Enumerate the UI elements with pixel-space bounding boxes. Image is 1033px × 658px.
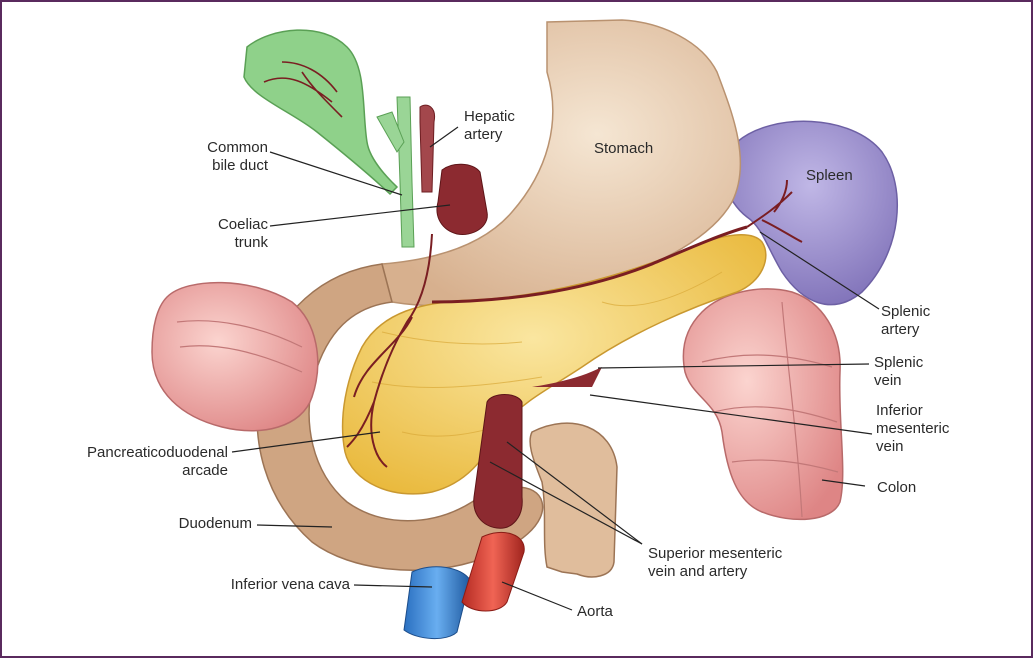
label-common-bile-duct: Common bile duct bbox=[178, 139, 268, 175]
label-line: artery bbox=[464, 126, 503, 143]
colon-shape bbox=[682, 288, 844, 521]
label-line: vein bbox=[874, 372, 902, 389]
label-spleen: Spleen bbox=[806, 167, 853, 185]
aorta-shape bbox=[461, 531, 525, 612]
label-line: Hepatic bbox=[464, 108, 515, 125]
hepatic-artery-shape bbox=[419, 104, 436, 193]
label-pancreaticoduodenal-arcade: Pancreaticoduodenal arcade bbox=[62, 444, 228, 480]
label-line: Aorta bbox=[577, 603, 613, 620]
label-line: Splenic bbox=[881, 303, 931, 320]
label-splenic-vein: Splenic vein bbox=[874, 354, 923, 390]
arcade-shape bbox=[346, 233, 433, 468]
pancreas-shape bbox=[341, 234, 767, 495]
label-line: trunk bbox=[234, 234, 268, 251]
label-line: Splenic bbox=[874, 354, 924, 371]
label-line: Inferior vena cava bbox=[230, 576, 350, 593]
transverse-colon-left-shape bbox=[151, 281, 319, 432]
label-line: arcade bbox=[182, 462, 228, 479]
label-colon: Colon bbox=[877, 479, 916, 497]
label-coeliac-trunk: Coeliac trunk bbox=[178, 216, 268, 252]
ivc-shape bbox=[403, 566, 471, 639]
coeliac-trunk-shape bbox=[436, 163, 488, 236]
label-line: artery bbox=[881, 321, 920, 338]
label-stomach: Stomach bbox=[594, 140, 653, 158]
label-line: Pancreaticoduodenal bbox=[87, 444, 228, 461]
splenic-vein-shape bbox=[532, 367, 602, 387]
label-hepatic-artery: Hepatic artery bbox=[464, 108, 515, 144]
label-line: vein bbox=[876, 438, 904, 455]
label-line: Common bbox=[207, 139, 268, 156]
label-line: Inferior bbox=[876, 402, 923, 419]
label-inferior-vena-cava: Inferior vena cava bbox=[202, 576, 350, 594]
label-line: mesenteric bbox=[876, 420, 950, 437]
superior-mesenteric-shape bbox=[473, 394, 523, 529]
label-line: Superior mesenteric bbox=[648, 545, 783, 562]
label-line: Colon bbox=[877, 479, 917, 496]
label-line: vein and artery bbox=[648, 563, 748, 580]
label-aorta: Aorta bbox=[577, 603, 613, 621]
gallbladder-shape bbox=[243, 29, 399, 196]
label-line: bile duct bbox=[212, 157, 268, 174]
label-line: Spleen bbox=[806, 167, 853, 184]
label-line: Duodenum bbox=[178, 515, 252, 532]
label-line: Coeliac bbox=[217, 216, 268, 233]
label-inferior-mesenteric-vein: Inferior mesenteric vein bbox=[876, 402, 949, 456]
splenic-artery-shape bbox=[431, 225, 748, 304]
bile-duct-shape bbox=[396, 96, 415, 248]
label-superior-mesenteric: Superior mesenteric vein and artery bbox=[648, 545, 782, 581]
label-line: Stomach bbox=[594, 140, 654, 157]
leader-lines bbox=[231, 126, 880, 611]
label-duodenum: Duodenum bbox=[152, 515, 252, 533]
label-splenic-artery: Splenic artery bbox=[881, 303, 930, 339]
spleen-shape bbox=[723, 120, 898, 306]
